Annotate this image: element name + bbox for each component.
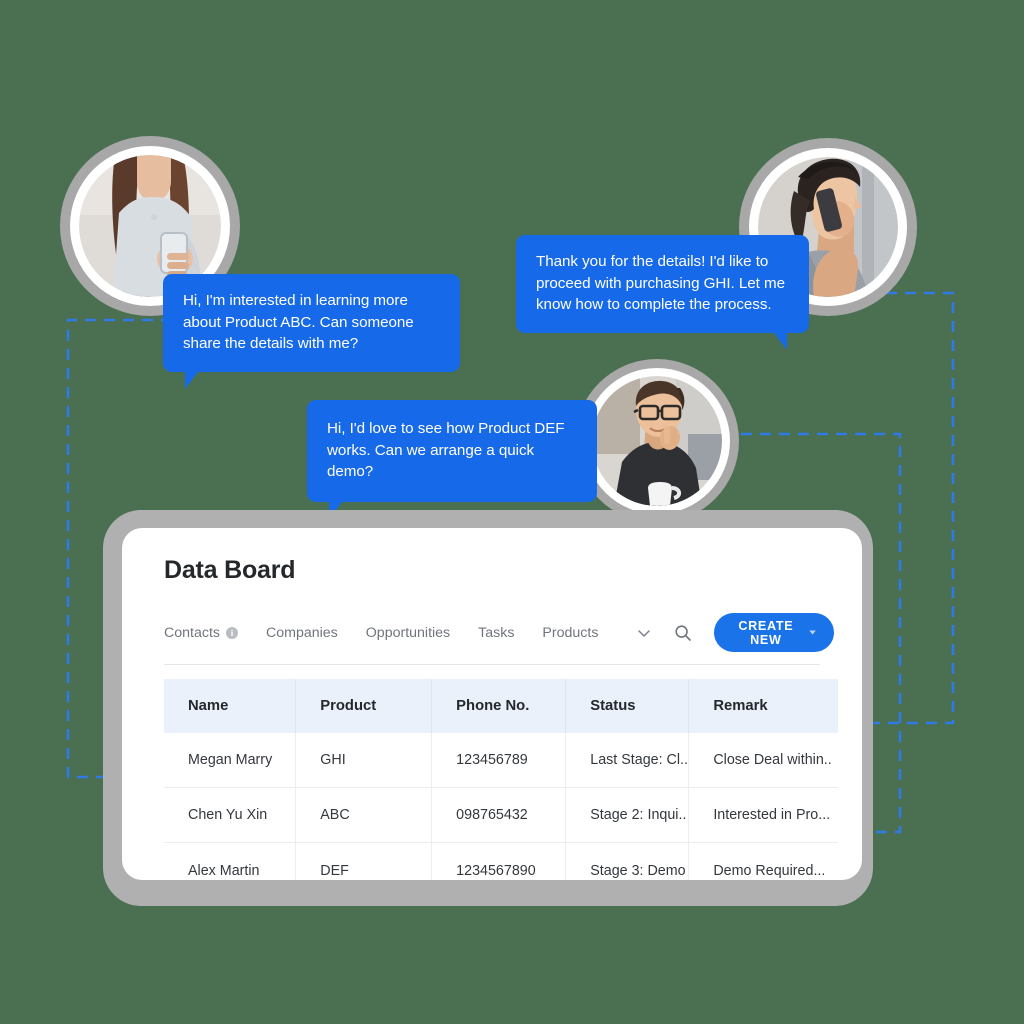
tab-label: Tasks: [478, 624, 515, 641]
bubble-tail-icon: [185, 371, 211, 389]
cell-remark: Demo Required...: [713, 862, 826, 879]
tab-label: Products: [542, 624, 599, 641]
column-header-status: Status: [566, 679, 690, 733]
tab-label: Opportunities: [365, 624, 451, 641]
chevron-down-icon[interactable]: [636, 622, 652, 644]
tab-tasks[interactable]: Tasks: [478, 625, 514, 641]
chat-bubble-purchase-ghi: Thank you for the details! I'd like to p…: [516, 235, 809, 350]
cell-product: DEF: [296, 843, 433, 880]
cell-status: Stage 2: Inqui..: [566, 788, 690, 842]
chat-bubble-text: Thank you for the details! I'd like to p…: [536, 253, 785, 314]
create-new-label: CREATE NEW: [738, 618, 794, 647]
avatar-woman-phone: [60, 136, 240, 316]
contacts-table: Name Product Phone No. Status Remark Meg…: [164, 679, 838, 880]
tab-companies[interactable]: Companies: [266, 625, 338, 641]
cell-status: Last Stage: Cl..: [566, 733, 690, 787]
cell-remark: Interested in Pro...: [713, 807, 831, 823]
column-header-name: Name: [164, 679, 297, 733]
cell-phone: 1234567890: [432, 843, 567, 880]
info-icon[interactable]: i: [226, 626, 238, 639]
create-new-button[interactable]: CREATE NEW: [714, 613, 835, 652]
tab-products[interactable]: Products: [542, 625, 598, 641]
page-title: Data Board: [164, 556, 296, 584]
cell-phone: 123456789: [432, 733, 567, 787]
cell-product: GHI: [296, 733, 433, 787]
search-icon[interactable]: [674, 622, 692, 644]
cell-name: Chen Yu Xin: [164, 788, 297, 842]
data-board-card: Data Board Contacts i Companies Opportun…: [122, 528, 862, 880]
tab-opportunities[interactable]: Opportunities: [366, 625, 450, 641]
avatar-man-glasses: [575, 359, 739, 523]
chat-bubble-product-abc: Hi, I'm interested in learning more abou…: [163, 274, 460, 389]
column-header-remark: Remark: [713, 698, 768, 714]
chevron-down-glyph: [638, 629, 651, 637]
cell-phone: 098765432: [432, 788, 567, 842]
tab-label: Companies: [266, 624, 338, 641]
tab-contacts[interactable]: Contacts i: [164, 625, 238, 641]
cell-status: Stage 3: Demo: [566, 843, 690, 880]
avatar-photo-man-glasses: [592, 376, 722, 506]
caret-down-icon: [809, 630, 817, 635]
cell-name: Megan Marry: [164, 733, 297, 787]
chat-bubble-text: Hi, I'd love to see how Product DEF work…: [327, 420, 565, 481]
column-header-phone: Phone No.: [432, 679, 567, 733]
bubble-tail-icon: [761, 332, 787, 350]
chat-bubble-demo-def: Hi, I'd love to see how Product DEF work…: [307, 400, 597, 519]
table-row[interactable]: Alex Martin DEF 1234567890 Stage 3: Demo…: [164, 843, 838, 880]
table-row[interactable]: Megan Marry GHI 123456789 Last Stage: Cl…: [164, 733, 838, 788]
cell-product: ABC: [296, 788, 433, 842]
column-header-product: Product: [296, 679, 433, 733]
search-glyph: [675, 624, 692, 641]
chat-bubble-text: Hi, I'm interested in learning more abou…: [183, 292, 414, 353]
cell-remark: Close Deal within..: [713, 752, 832, 768]
table-header-row: Name Product Phone No. Status Remark: [164, 679, 838, 733]
tab-bar: Contacts i Companies Opportunities Tasks…: [164, 613, 835, 665]
table-row[interactable]: Chen Yu Xin ABC 098765432 Stage 2: Inqui…: [164, 788, 838, 843]
cell-name: Alex Martin: [164, 843, 297, 880]
tab-label: Contacts: [164, 624, 220, 641]
